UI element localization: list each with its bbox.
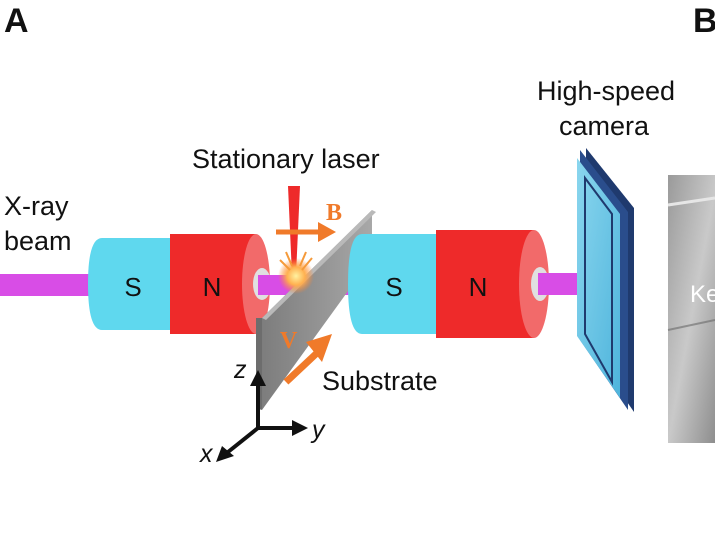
laser-label: Stationary laser (192, 144, 380, 174)
panel-b-partial-label: Ke (690, 281, 715, 308)
high-speed-camera (577, 148, 634, 412)
axis-z-label: z (233, 356, 247, 384)
right-magnet: S N (348, 230, 549, 338)
left-magnet-south-label: S (124, 272, 141, 302)
left-magnet: S N (88, 234, 271, 334)
spark-icon (279, 251, 313, 271)
axis-x-label: x (199, 440, 214, 468)
axis-y-label: y (310, 416, 326, 444)
velocity-label: V (280, 328, 298, 354)
xray-beam-in (0, 274, 100, 296)
panel-b-xray-image: Ke (667, 175, 715, 443)
coordinate-axes: z y x (199, 356, 326, 468)
magnetic-field-label: B (326, 200, 342, 226)
camera-label-line1: High-speed (537, 76, 675, 106)
camera-label-line2: camera (559, 111, 650, 141)
xray-beam-label-line2: beam (4, 226, 72, 256)
velocity-arrow: V (280, 328, 332, 385)
panel-label-b: B (693, 2, 715, 40)
left-magnet-north-label: N (203, 272, 222, 302)
xray-beam-label-line1: X-ray (4, 191, 69, 221)
magnetic-field-arrow: B (276, 200, 342, 242)
substrate-label: Substrate (322, 366, 438, 396)
right-magnet-south-label: S (385, 272, 402, 302)
right-magnet-north-label: N (469, 272, 488, 302)
panel-label-a: A (4, 2, 29, 40)
